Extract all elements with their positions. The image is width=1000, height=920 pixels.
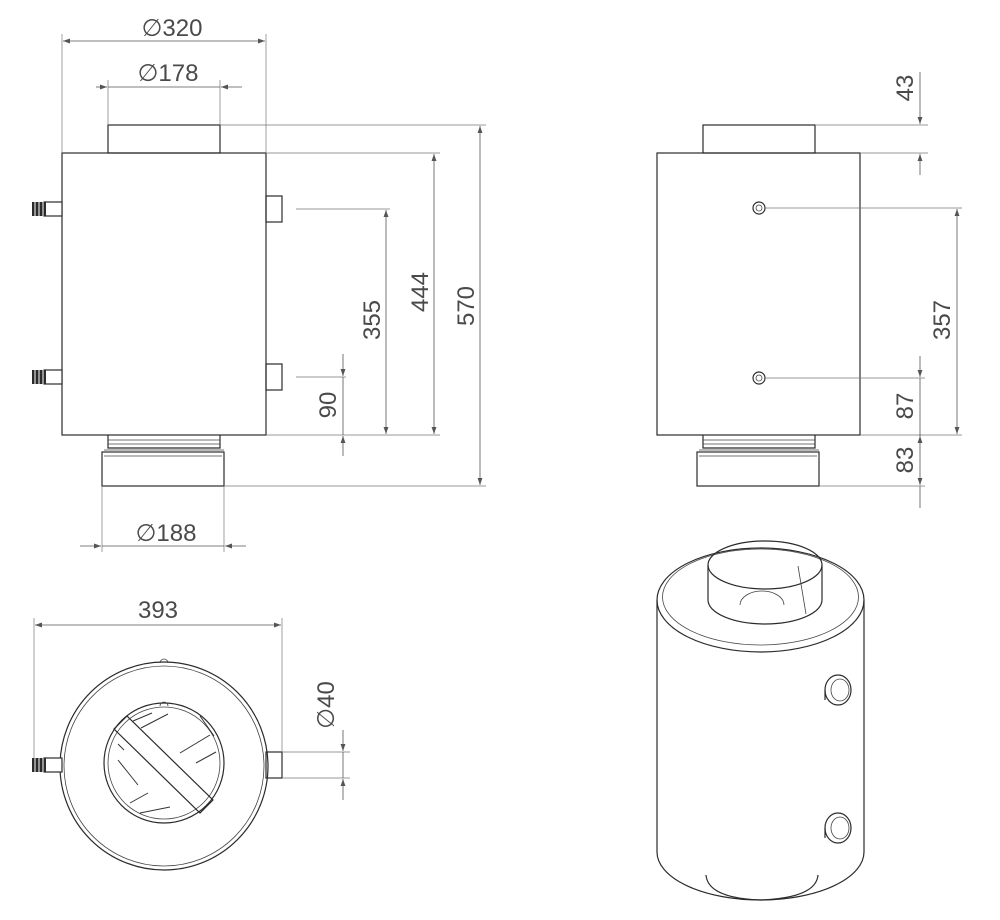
front-left-lower-fitting xyxy=(32,369,63,385)
dim-top-393: 393 xyxy=(33,597,283,758)
dim-label-393: 393 xyxy=(138,597,178,624)
iso-upper-port xyxy=(824,674,852,706)
front-view: ∅320 ∅178 ∅188 xyxy=(32,15,486,552)
front-right-upper-port xyxy=(265,195,283,223)
side-body xyxy=(656,152,861,436)
dim-label-320: 320 xyxy=(162,15,202,42)
dim-label-87: 87 xyxy=(892,393,919,420)
top-damper-blade xyxy=(113,712,217,814)
front-top-pipe xyxy=(107,124,221,154)
svg-text:∅40: ∅40 xyxy=(313,681,340,729)
diameter-symbol: ∅ xyxy=(142,15,163,42)
side-view: 43 357 87 83 xyxy=(656,72,962,508)
dim-front-188: ∅188 xyxy=(80,486,246,552)
front-bottom-pipe xyxy=(101,451,225,487)
dim-side-43: 43 xyxy=(892,72,923,175)
dim-side-87: 87 xyxy=(892,356,923,436)
top-right-port xyxy=(265,751,283,779)
front-bottom-neck xyxy=(104,435,224,451)
dim-label-444: 444 xyxy=(407,272,434,312)
top-inner-pipe xyxy=(103,702,225,824)
iso-top-pipe xyxy=(707,540,823,625)
diameter-symbol: ∅ xyxy=(138,60,159,87)
diameter-symbol: ∅ xyxy=(313,708,340,729)
dim-label-355: 355 xyxy=(359,300,386,340)
top-view: 393 ∅40 xyxy=(32,597,350,871)
dim-side-83: 83 xyxy=(892,436,923,508)
top-left-fitting xyxy=(32,757,63,773)
dim-front-320: ∅320 xyxy=(61,15,267,153)
front-right-lower-port xyxy=(265,363,283,391)
dim-label-43: 43 xyxy=(892,75,919,102)
dim-label-83: 83 xyxy=(892,447,919,474)
dim-label-357: 357 xyxy=(929,300,956,340)
iso-top-rim xyxy=(656,547,865,653)
side-upper-port xyxy=(752,201,766,215)
dim-label-90: 90 xyxy=(315,392,342,419)
svg-text:∅320: ∅320 xyxy=(142,15,203,42)
dim-label-40: 40 xyxy=(313,681,340,708)
dim-front-178: ∅178 xyxy=(96,60,242,125)
diameter-symbol: ∅ xyxy=(136,520,157,547)
side-bottom-neck xyxy=(699,435,819,451)
svg-text:∅178: ∅178 xyxy=(138,60,199,87)
side-bottom-pipe xyxy=(696,451,820,487)
side-lower-port xyxy=(752,371,766,385)
top-outer-ring xyxy=(59,661,269,871)
side-top-pipe xyxy=(702,124,816,154)
dim-front-vertical: 90 355 444 570 xyxy=(220,124,486,487)
svg-text:∅188: ∅188 xyxy=(136,520,197,547)
dim-label-188: 188 xyxy=(156,520,196,547)
isometric-view xyxy=(656,540,865,901)
front-left-upper-fitting xyxy=(32,201,63,217)
dim-top-40: ∅40 xyxy=(282,681,350,800)
iso-lower-port xyxy=(824,812,852,844)
front-body xyxy=(61,152,267,436)
dim-label-178: 178 xyxy=(158,60,198,87)
dim-label-570: 570 xyxy=(453,286,480,326)
dim-side-357: 357 xyxy=(929,209,960,434)
